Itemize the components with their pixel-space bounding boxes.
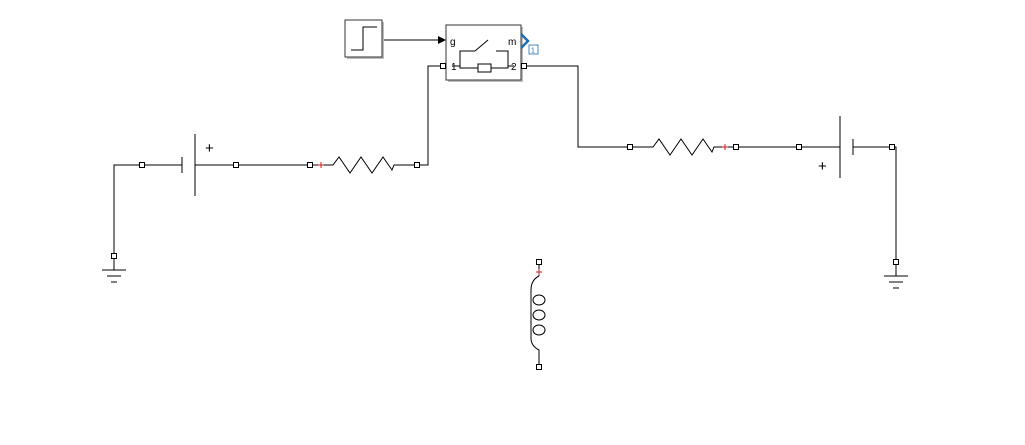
resistor-icon <box>310 156 417 174</box>
port-left-battery-pos[interactable] <box>233 162 239 168</box>
wire-right-ground[interactable] <box>892 146 897 262</box>
port-switch-1[interactable] <box>440 63 446 69</box>
wires <box>113 36 897 262</box>
left-battery[interactable]: + <box>181 134 214 196</box>
wire-left-ground[interactable] <box>113 164 142 256</box>
wire-resistor-to-switch[interactable] <box>417 65 443 166</box>
right-ground[interactable] <box>884 262 908 289</box>
circuit-breaker-switch-icon <box>452 39 514 73</box>
output-number-label: 1 <box>531 48 535 55</box>
electrical-ground-icon <box>102 269 126 283</box>
gate-port-label: g <box>450 37 456 48</box>
port-2-label: 2 <box>511 62 517 73</box>
battery-plus-label: + <box>818 158 827 175</box>
switch-block[interactable]: g m 1 2 1 <box>445 24 539 82</box>
output-number-badge <box>528 44 539 55</box>
port-left-resistor-1[interactable] <box>307 162 313 168</box>
right-battery[interactable]: + <box>799 116 892 178</box>
inductor[interactable] <box>530 262 546 367</box>
measurement-port-label: m <box>508 37 516 48</box>
step-source-icon <box>351 26 377 51</box>
port-right-resistor-2[interactable] <box>733 144 739 150</box>
left-resistor[interactable] <box>310 156 417 174</box>
inductor-icon <box>532 294 546 336</box>
resistor-icon <box>630 138 736 156</box>
port-left-ground[interactable] <box>111 253 117 259</box>
port-right-ground[interactable] <box>893 259 899 265</box>
port-switch-2[interactable] <box>521 63 527 69</box>
port-left-battery-neg[interactable] <box>139 162 145 168</box>
port-left-resistor-2[interactable] <box>414 162 420 168</box>
output-port-chevron-icon[interactable] <box>520 33 530 49</box>
signal-arrow-head <box>438 36 446 44</box>
left-ground[interactable] <box>102 256 126 283</box>
battery-plus-label: + <box>205 140 214 157</box>
port-right-battery-pos[interactable] <box>796 144 802 150</box>
port-right-battery-neg[interactable] <box>889 144 895 150</box>
port-1-label: 1 <box>451 62 457 73</box>
inductor-body-line <box>530 275 540 367</box>
wire-switch-to-resistor[interactable] <box>524 65 630 148</box>
connection-ports <box>111 63 899 370</box>
port-inductor-2[interactable] <box>536 364 542 370</box>
right-resistor[interactable] <box>630 138 736 156</box>
step-source-block[interactable] <box>344 19 384 59</box>
port-inductor-1[interactable] <box>536 259 542 265</box>
electrical-ground-icon <box>884 275 908 289</box>
port-right-resistor-1[interactable] <box>627 144 633 150</box>
